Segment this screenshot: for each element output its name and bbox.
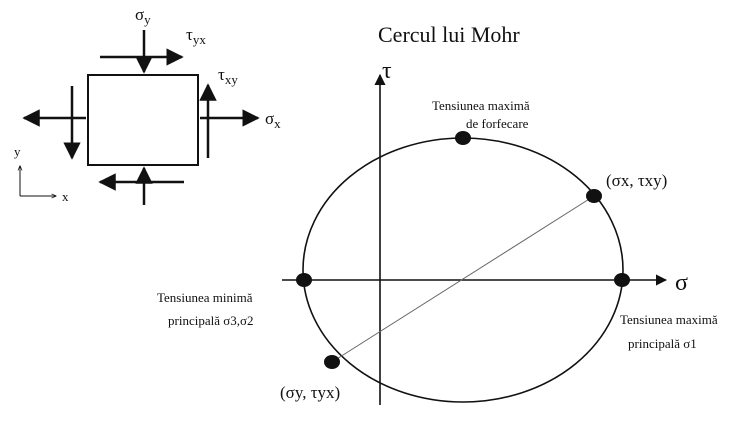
diameter-line bbox=[331, 195, 595, 363]
mohr-circle-outline bbox=[302, 137, 624, 403]
min-principal-label-2: principală σ3,σ2 bbox=[168, 313, 254, 328]
min-principal-label-1: Tensiunea minimă bbox=[157, 290, 253, 305]
sigma-x-text: σ bbox=[265, 109, 274, 128]
sigma-x-label: σx bbox=[265, 109, 281, 131]
point-min-principal bbox=[296, 273, 312, 287]
point-sigma-y-tau-yx bbox=[324, 355, 340, 369]
point-y-label: (σy, τyx) bbox=[280, 383, 340, 402]
diagram-title: Cercul lui Mohr bbox=[378, 22, 520, 47]
sigma-axis-label: σ bbox=[675, 270, 688, 296]
max-principal-label-1: Tensiunea maximă bbox=[620, 312, 718, 327]
max-shear-label-2: de forfecare bbox=[466, 116, 529, 131]
point-max-shear bbox=[455, 131, 471, 145]
stress-element: σy τyx τxy σx y x bbox=[14, 5, 281, 205]
coord-y-label: y bbox=[14, 144, 21, 159]
max-shear-label-1: Tensiunea maximă bbox=[432, 98, 530, 113]
sigma-y-label: σy bbox=[135, 5, 151, 27]
tau-xy-sub: xy bbox=[225, 72, 239, 87]
sigma-y-text: σ bbox=[135, 5, 144, 24]
tau-yx-text: τ bbox=[186, 25, 193, 44]
max-principal-label-2: principală σ1 bbox=[628, 336, 697, 351]
element-square bbox=[87, 74, 199, 166]
tau-yx-label: τyx bbox=[186, 25, 206, 47]
point-sigma-x-tau-xy bbox=[586, 189, 602, 203]
sigma-y-sub: y bbox=[144, 12, 151, 27]
tau-yx-sub: yx bbox=[193, 32, 207, 47]
tau-axis-label: τ bbox=[382, 58, 392, 84]
coord-x-label: x bbox=[62, 189, 69, 204]
point-max-principal bbox=[614, 273, 630, 287]
sigma-x-sub: x bbox=[274, 116, 281, 131]
tau-xy-text: τ bbox=[218, 65, 225, 84]
tau-xy-label: τxy bbox=[218, 65, 238, 87]
mohr-circle-group: Cercul lui Mohr τ σ Tensiunea maximă de … bbox=[157, 22, 718, 405]
point-x-label: (σx, τxy) bbox=[606, 171, 667, 190]
